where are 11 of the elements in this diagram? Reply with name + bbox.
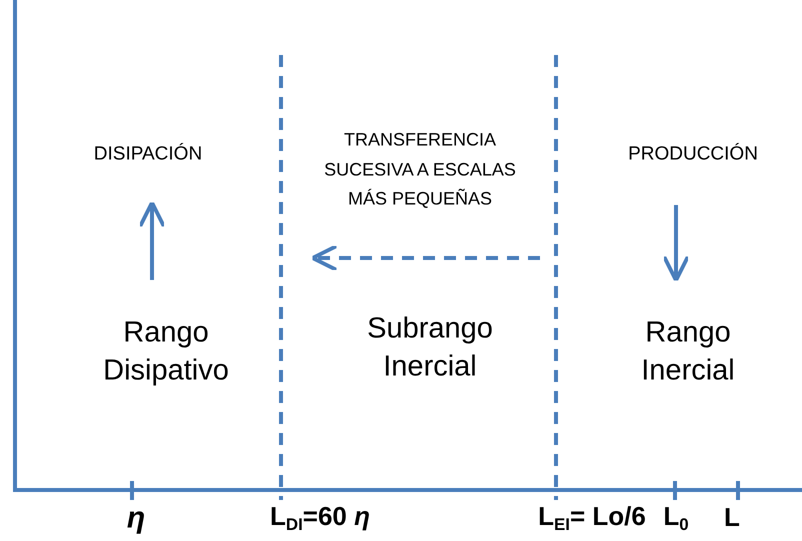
- axis-tick-label: L$_{DI}$=60 η: [268, 500, 371, 536]
- axis-tick-label: η: [126, 500, 146, 536]
- region-heading: DISIPACIÓN: [92, 142, 204, 167]
- range-label: Subrango Inercial: [366, 311, 494, 384]
- range-label: Rango Inercial: [640, 315, 736, 388]
- range-label: Rango Disipativo: [102, 315, 230, 388]
- axis-tick-label: L$_{0}$: [662, 500, 690, 536]
- region-heading: TRANSFERENCIA SUCESIVA A ESCALAS MÁS PEQUEÑAS: [323, 128, 517, 211]
- region-heading: PRODUCCIÓN: [627, 142, 759, 167]
- axis-tick-label: L: [723, 501, 741, 534]
- axis-tick-label: L$_{EI}$= Lo/6: [537, 500, 647, 536]
